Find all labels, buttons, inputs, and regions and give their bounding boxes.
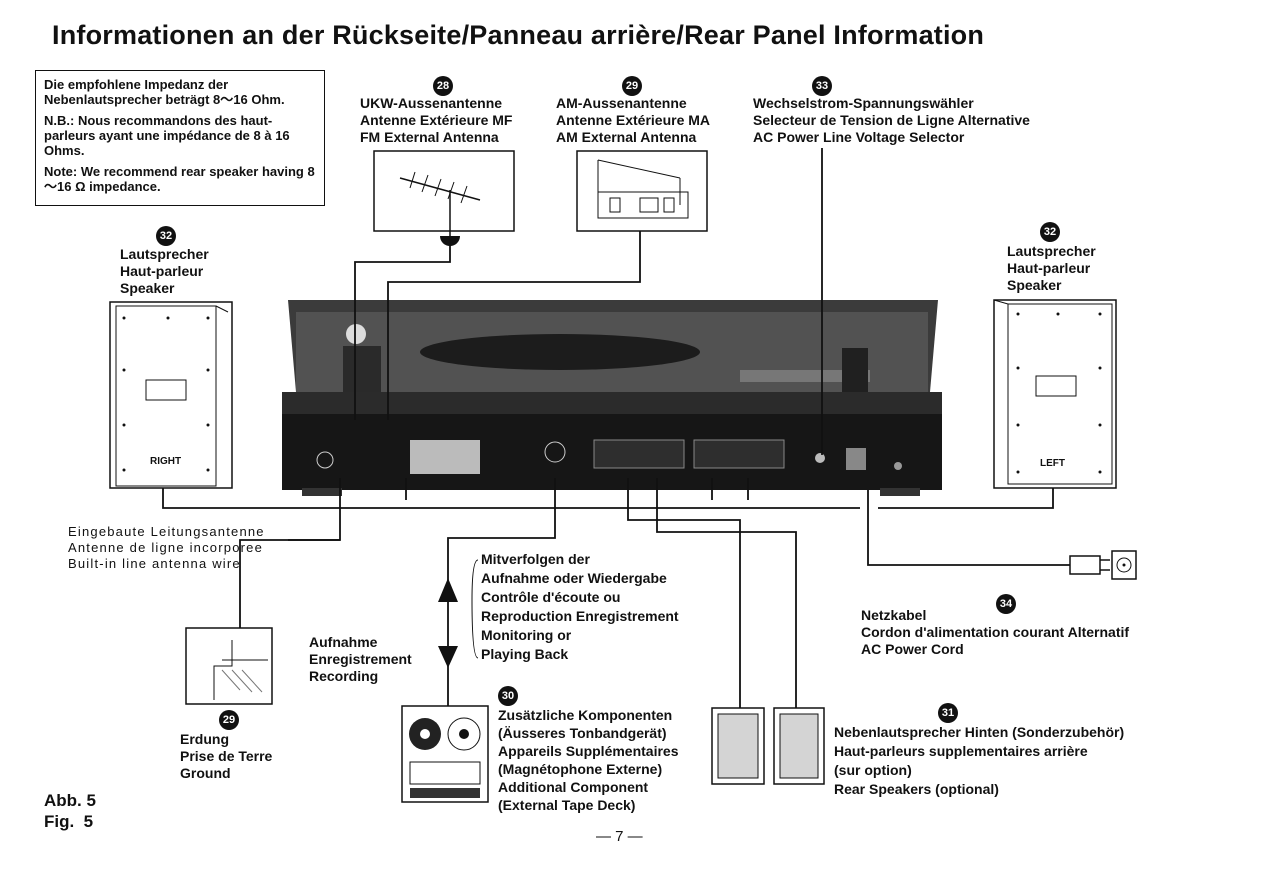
tape-deck-line-3: Appareils Supplémentaires bbox=[498, 743, 679, 759]
am-antenna-label: AM-Aussenantenne Antenne Extérieure MA A… bbox=[556, 95, 710, 146]
voltage-line-de: Wechselstrom-Spannungswähler bbox=[753, 95, 974, 111]
rear-speakers-fr: Haut-parleurs supplementaires arrière bbox=[834, 743, 1088, 759]
tape-deck-line-2: (Äusseres Tonbandgerät) bbox=[498, 725, 667, 741]
am-line-en: AM External Antenna bbox=[556, 129, 697, 145]
note-french: N.B.: Nous recommandons des haut-parleur… bbox=[44, 113, 290, 158]
right-speaker-fr: Haut-parleur bbox=[120, 263, 204, 279]
right-speaker-label: Lautsprecher Haut-parleur Speaker bbox=[120, 246, 209, 297]
line-antenna-en: Built-in line antenna wire bbox=[68, 556, 241, 571]
power-cord-en: AC Power Cord bbox=[861, 641, 964, 657]
left-speaker-label: Lautsprecher Haut-parleur Speaker bbox=[1007, 243, 1096, 294]
badge-31: 31 bbox=[938, 703, 958, 723]
right-speaker-de: Lautsprecher bbox=[120, 246, 209, 262]
monitoring-line-4: Reproduction Enregistrement bbox=[481, 608, 679, 624]
badge-32-right: 32 bbox=[156, 226, 176, 246]
power-cord-label: Netzkabel Cordon d'alimentation courant … bbox=[861, 607, 1129, 658]
page-number: — 7 — bbox=[596, 828, 643, 845]
fm-antenna-drawing bbox=[373, 150, 515, 246]
fm-antenna-label: UKW-Aussenantenne Antenne Extérieure MF … bbox=[360, 95, 512, 146]
tape-deck-line-6: (External Tape Deck) bbox=[498, 797, 636, 813]
tape-deck-line-5: Additional Component bbox=[498, 779, 649, 795]
badge-28: 28 bbox=[433, 76, 453, 96]
line-antenna-de: Eingebaute Leitungsantenne bbox=[68, 524, 265, 539]
am-antenna-drawing bbox=[576, 150, 708, 232]
left-speaker-de: Lautsprecher bbox=[1007, 243, 1096, 259]
right-speaker-drawing bbox=[109, 301, 233, 489]
monitoring-line-5: Monitoring or bbox=[481, 627, 572, 643]
power-cord-fr: Cordon d'alimentation courant Alternatif bbox=[861, 624, 1130, 640]
ground-de: Erdung bbox=[180, 731, 229, 747]
left-speaker-en: Speaker bbox=[1007, 277, 1062, 293]
badge-32-left: 32 bbox=[1040, 222, 1060, 242]
power-cord-de: Netzkabel bbox=[861, 607, 927, 623]
receiver-rear-photo bbox=[282, 300, 942, 496]
fm-line-de: UKW-Aussenantenne bbox=[360, 95, 503, 111]
tape-deck-line-1: Zusätzliche Komponenten bbox=[498, 707, 673, 723]
left-speaker-drawing bbox=[993, 299, 1117, 489]
recording-label: Aufnahme Enregistrement Recording bbox=[309, 634, 412, 685]
am-line-fr: Antenne Extérieure MA bbox=[556, 112, 711, 128]
monitoring-line-3: Contrôle d'écoute ou bbox=[481, 589, 621, 605]
ground-fr: Prise de Terre bbox=[180, 748, 273, 764]
left-speaker-fr: Haut-parleur bbox=[1007, 260, 1091, 276]
am-line-de: AM-Aussenantenne bbox=[556, 95, 687, 111]
voltage-line-en: AC Power Line Voltage Selector bbox=[753, 129, 965, 145]
figure-caption: Abb. 5 Fig. 5 bbox=[44, 790, 96, 832]
tape-deck-drawing bbox=[401, 705, 489, 803]
figure-caption-de: Abb. 5 bbox=[44, 791, 96, 810]
arrow-up-icon bbox=[438, 578, 458, 602]
fm-line-en: FM External Antenna bbox=[360, 129, 499, 145]
tape-deck-line-4: (Magnétophone Externe) bbox=[498, 761, 663, 777]
rear-speakers-fr-2: (sur option) bbox=[834, 762, 912, 778]
voltage-line-fr: Selecteur de Tension de Ligne Alternativ… bbox=[753, 112, 1030, 128]
voltage-selector-label: Wechselstrom-Spannungswähler Selecteur d… bbox=[753, 95, 1030, 146]
page-title: Informationen an der Rückseite/Panneau a… bbox=[52, 20, 985, 50]
recording-en: Recording bbox=[309, 668, 379, 684]
figure-caption-en: Fig. 5 bbox=[44, 812, 94, 831]
bracket bbox=[471, 559, 479, 659]
line-antenna-fr: Antenne de ligne incorporee bbox=[68, 540, 264, 555]
impedance-note: Die empfohlene Impedanz der Nebenlautspr… bbox=[35, 70, 325, 206]
recording-de: Aufnahme bbox=[309, 634, 378, 650]
badge-34: 34 bbox=[996, 594, 1016, 614]
right-panel-label: RIGHT bbox=[150, 456, 182, 467]
ground-en: Ground bbox=[180, 765, 231, 781]
power-plug-icon bbox=[1069, 550, 1137, 580]
monitoring-label: Mitverfolgen der Aufnahme oder Wiedergab… bbox=[481, 550, 679, 664]
rear-speakers-de: Nebenlautsprecher Hinten (Sonderzubehör) bbox=[834, 724, 1125, 740]
ground-label: Erdung Prise de Terre Ground bbox=[180, 731, 272, 782]
monitoring-line-6: Playing Back bbox=[481, 646, 569, 662]
rear-speakers-en: Rear Speakers (optional) bbox=[834, 781, 999, 797]
recording-fr: Enregistrement bbox=[309, 651, 412, 667]
badge-33: 33 bbox=[812, 76, 832, 96]
ground-drawing bbox=[185, 627, 273, 705]
line-antenna-label: Eingebaute Leitungsantenne Antenne de li… bbox=[68, 524, 265, 572]
monitoring-line-2: Aufnahme oder Wiedergabe bbox=[481, 570, 667, 586]
note-english: Note: We recommend rear speaker having 8… bbox=[44, 164, 315, 194]
badge-29-ground: 29 bbox=[219, 710, 239, 730]
tape-deck-label: Zusätzliche Komponenten (Äusseres Tonban… bbox=[498, 706, 679, 814]
fm-line-fr: Antenne Extérieure MF bbox=[360, 112, 513, 128]
right-speaker-en: Speaker bbox=[120, 280, 175, 296]
monitoring-line-1: Mitverfolgen der bbox=[481, 551, 590, 567]
left-panel-label: LEFT bbox=[1040, 458, 1065, 469]
rear-speakers-label: Nebenlautsprecher Hinten (Sonderzubehör)… bbox=[834, 723, 1124, 799]
rear-speakers-drawing bbox=[711, 707, 825, 785]
note-german: Die empfohlene Impedanz der Nebenlautspr… bbox=[44, 77, 285, 107]
badge-30: 30 bbox=[498, 686, 518, 706]
connection-wires bbox=[162, 148, 1070, 710]
badge-29: 29 bbox=[622, 76, 642, 96]
arrow-down-icon bbox=[438, 646, 458, 668]
